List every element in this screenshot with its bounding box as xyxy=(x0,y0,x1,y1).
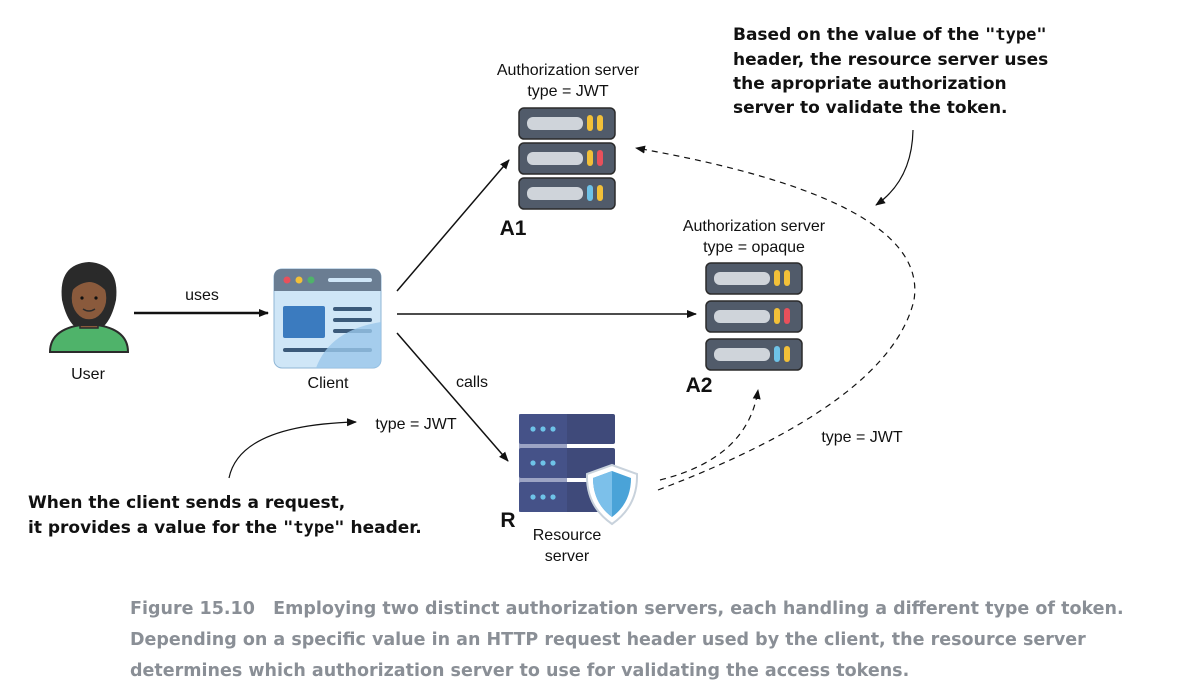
resource-to-a2-dashed-arrow xyxy=(659,389,761,481)
a1-title: Authorization server xyxy=(497,62,640,79)
a2-title: Authorization server xyxy=(683,218,826,235)
calls-label: calls xyxy=(456,374,488,391)
top-note-line1: Based on the value of the "type" xyxy=(733,25,1047,45)
resource-tag: R xyxy=(500,509,515,532)
client-label: Client xyxy=(308,375,349,392)
client-header-label: type = JWT xyxy=(375,416,457,433)
top-note-line4: server to validate the token. xyxy=(733,98,1008,118)
top-note-type-code: "type" xyxy=(985,25,1046,45)
resource-header-label: type = JWT xyxy=(821,429,903,446)
figure-caption-line3: determines which authorization server to… xyxy=(130,661,909,681)
top-note-line3: the apropriate authorization xyxy=(733,74,1007,94)
uses-label: uses xyxy=(185,287,219,304)
resource-server-icon xyxy=(519,414,615,512)
bottom-note-pointer xyxy=(228,418,357,479)
bottom-note-line2-end: header. xyxy=(345,518,422,538)
resource-label-line2: server xyxy=(545,548,590,565)
a2-type: type = opaque xyxy=(703,239,805,256)
client-to-a1-arrow xyxy=(396,159,510,292)
top-note-pointer xyxy=(875,129,914,206)
shield-icon xyxy=(585,463,639,526)
bottom-note-line2-text: it provides a value for the xyxy=(28,518,283,538)
a1-server-icon xyxy=(518,107,616,210)
client-icon xyxy=(273,268,382,369)
top-note-line2: header, the resource server uses xyxy=(733,50,1048,70)
a2-tag: A2 xyxy=(686,374,713,397)
top-note-line1-text: Based on the value of the xyxy=(733,25,985,45)
figure-caption-line1: Figure 15.10 Employing two distinct auth… xyxy=(130,599,1124,619)
bottom-note-line1: When the client sends a request, xyxy=(28,493,345,513)
a2-server-icon xyxy=(705,262,803,371)
bottom-note-type-code: "type" xyxy=(283,518,344,538)
figure-caption-line2: Depending on a specific value in an HTTP… xyxy=(130,630,1086,650)
user-icon xyxy=(48,262,130,353)
bottom-note-line2: it provides a value for the "type" heade… xyxy=(28,518,422,538)
user-label: User xyxy=(71,366,105,383)
client-to-resource-arrow xyxy=(396,332,509,462)
resource-label-line1: Resource xyxy=(533,527,602,544)
a1-type: type = JWT xyxy=(527,83,609,100)
a1-tag: A1 xyxy=(500,217,527,240)
